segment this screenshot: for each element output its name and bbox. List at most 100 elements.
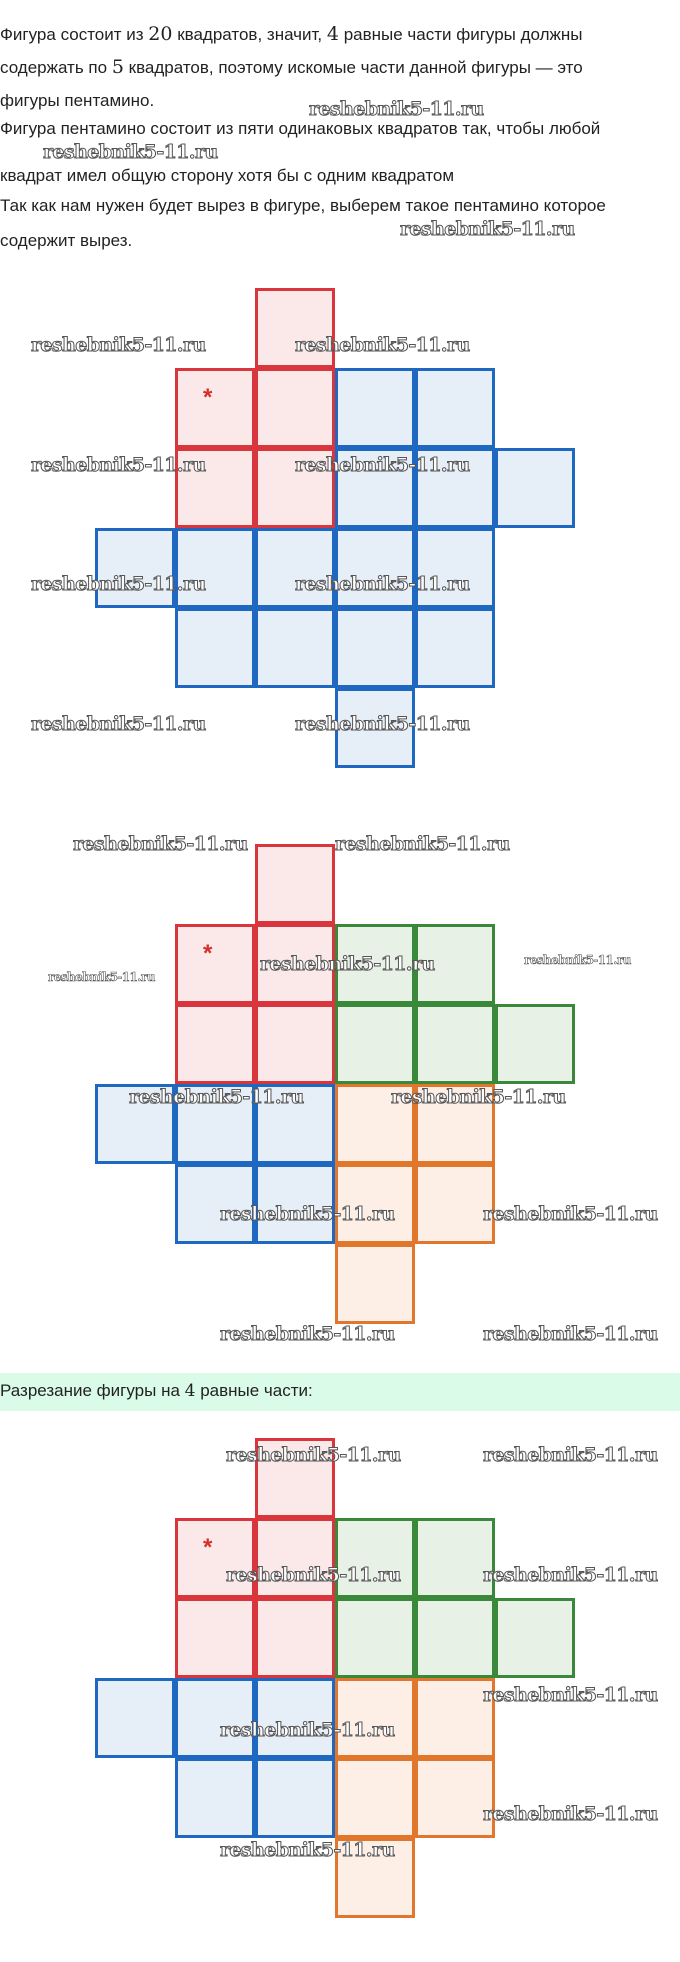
- green-piece-cell: [495, 1598, 575, 1678]
- watermark: reshebnik5-11.ru: [295, 454, 471, 477]
- red-piece-cell: [175, 1004, 255, 1084]
- blue-piece-cell: [255, 1678, 335, 1758]
- banner-number: 4: [184, 1381, 196, 1401]
- green-piece-cell: [415, 1004, 495, 1084]
- green-piece-cell: [415, 1518, 495, 1598]
- blue-piece-cell: [95, 1084, 175, 1164]
- paragraph-line: квадрат имел общую сторону хотя бы с одн…: [0, 165, 454, 187]
- paragraph-line: фигуры пентамино.: [0, 90, 154, 112]
- orange-piece-cell: [415, 1678, 495, 1758]
- watermark: reshebnik5-11.ru: [335, 833, 511, 856]
- blue-piece-cell: [175, 1678, 255, 1758]
- watermark: reshebnik5-11.ru: [483, 1803, 659, 1826]
- text-segment: квадратов, значит,: [172, 25, 327, 44]
- orange-piece-cell: [335, 1838, 415, 1918]
- green-piece-cell: [335, 1598, 415, 1678]
- watermark: reshebnik5-11.ru: [483, 1684, 659, 1707]
- watermark: reshebnik5-11.ru: [391, 1086, 567, 1109]
- blue-piece-cell: [335, 368, 415, 448]
- red-piece-cell: [255, 1598, 335, 1678]
- watermark: reshebnik5-11.ru: [48, 970, 156, 985]
- blue-piece-cell: [255, 1758, 335, 1838]
- watermark: reshebnik5-11.ru: [483, 1444, 659, 1467]
- watermark: reshebnik5-11.ru: [226, 1444, 402, 1467]
- paragraph-line: содержать по 5 квадратов, поэтому искомы…: [0, 56, 583, 79]
- text-segment: 5: [111, 56, 124, 78]
- red-piece-cell: [255, 924, 335, 1004]
- text-segment: содержит вырез.: [0, 231, 133, 250]
- red-piece-cell: [175, 368, 255, 448]
- cutout-star-icon: *: [203, 940, 213, 967]
- blue-piece-cell: [415, 368, 495, 448]
- watermark: reshebnik5-11.ru: [43, 141, 219, 164]
- watermark: reshebnik5-11.ru: [483, 1564, 659, 1587]
- red-piece-cell: [255, 844, 335, 924]
- red-piece-cell: [255, 1004, 335, 1084]
- orange-piece-cell: [335, 1084, 415, 1164]
- answer-banner: Разрезание фигуры на 4 равные части:: [0, 1373, 680, 1411]
- text-segment: Фигура состоит из: [0, 25, 149, 44]
- red-piece-cell: [175, 448, 255, 528]
- blue-piece-cell: [175, 1758, 255, 1838]
- blue-piece-cell: [95, 1678, 175, 1758]
- blue-piece-cell: [255, 1084, 335, 1164]
- watermark: reshebnik5-11.ru: [400, 218, 576, 241]
- orange-piece-cell: [335, 1244, 415, 1324]
- red-piece-cell: [175, 924, 255, 1004]
- paragraph-line: Фигура состоит из 20 квадратов, значит, …: [0, 23, 583, 46]
- watermark: reshebnik5-11.ru: [220, 1719, 396, 1742]
- orange-piece-cell: [335, 1678, 415, 1758]
- text-segment: Так как нам нужен будет вырез в фигуре, …: [0, 196, 606, 215]
- text-segment: фигуры пентамино.: [0, 91, 155, 110]
- figure-answer: *: [0, 1358, 680, 1918]
- green-piece-cell: [415, 924, 495, 1004]
- watermark: reshebnik5-11.ru: [31, 713, 207, 736]
- orange-piece-cell: [335, 1164, 415, 1244]
- red-piece-cell: [255, 1518, 335, 1598]
- green-piece-cell: [415, 1598, 495, 1678]
- blue-piece-cell: [335, 528, 415, 608]
- watermark: reshebnik5-11.ru: [220, 1203, 396, 1226]
- text-segment: Фигура пентамино состоит из пяти одинако…: [0, 119, 601, 138]
- orange-piece-cell: [415, 1084, 495, 1164]
- watermark: reshebnik5-11.ru: [73, 833, 249, 856]
- green-piece-cell: [495, 1004, 575, 1084]
- blue-piece-cell: [415, 528, 495, 608]
- watermark: reshebnik5-11.ru: [31, 334, 207, 357]
- blue-piece-cell: [175, 608, 255, 688]
- blue-piece-cell: [415, 608, 495, 688]
- paragraph-line: содержит вырез.: [0, 230, 132, 252]
- text-segment: квадратов, поэтому искомые части данной …: [123, 58, 583, 77]
- banner-text-end: равные части:: [195, 1381, 313, 1400]
- paragraph-line: Фигура пентамино состоит из пяти одинако…: [0, 118, 600, 140]
- blue-piece-cell: [175, 1164, 255, 1244]
- watermark: reshebnik5-11.ru: [309, 98, 485, 121]
- orange-piece-cell: [415, 1758, 495, 1838]
- watermark: reshebnik5-11.ru: [226, 1564, 402, 1587]
- blue-piece-cell: [415, 448, 495, 528]
- watermark: reshebnik5-11.ru: [220, 1839, 396, 1862]
- text-segment: содержать по: [0, 58, 112, 77]
- green-piece-cell: [335, 1004, 415, 1084]
- red-piece-cell: [255, 1438, 335, 1518]
- banner-text: Разрезание фигуры на 4 равные части:: [0, 1381, 313, 1401]
- watermark: reshebnik5-11.ru: [295, 573, 471, 596]
- blue-piece-cell: [255, 608, 335, 688]
- green-piece-cell: [335, 924, 415, 1004]
- text-segment: 4: [326, 23, 339, 45]
- watermark: reshebnik5-11.ru: [483, 1323, 659, 1346]
- blue-piece-cell: [255, 528, 335, 608]
- text-segment: 20: [148, 23, 173, 45]
- figure-initial: *: [0, 208, 680, 768]
- orange-piece-cell: [335, 1758, 415, 1838]
- cutout-star-icon: *: [203, 1534, 213, 1561]
- red-piece-cell: [175, 1518, 255, 1598]
- cutout-star-icon: *: [203, 384, 213, 411]
- watermark: reshebnik5-11.ru: [483, 1203, 659, 1226]
- blue-piece-cell: [175, 1084, 255, 1164]
- watermark: reshebnik5-11.ru: [129, 1086, 305, 1109]
- red-piece-cell: [255, 368, 335, 448]
- paragraph-line: Так как нам нужен будет вырез в фигуре, …: [0, 195, 606, 217]
- blue-piece-cell: [335, 608, 415, 688]
- green-piece-cell: [335, 1518, 415, 1598]
